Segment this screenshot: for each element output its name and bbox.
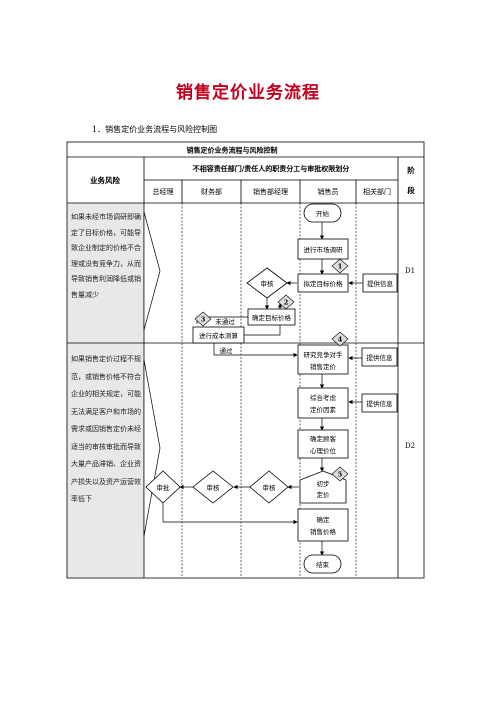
decision-review-mgr	[249, 470, 289, 504]
node-cost-estimate	[192, 326, 245, 344]
label-study-competitors-2: 销售定价	[310, 362, 337, 371]
col-header-gm: 总经理	[153, 187, 174, 196]
label-review-mgr: 审核	[263, 483, 277, 492]
decision-approve	[145, 470, 181, 504]
label-market-research: 进行市场调研	[304, 245, 344, 254]
svg-text:2: 2	[284, 299, 289, 307]
col-header-finance: 财务部	[201, 187, 222, 196]
node-provide-info-2	[361, 347, 398, 367]
node-customer-psychology	[297, 429, 349, 459]
label-initial-pricing-2: 定价	[317, 490, 331, 499]
end-terminal	[303, 554, 342, 574]
label-final-price-2: 销售价格	[310, 527, 337, 536]
control-marker-3: 3	[194, 311, 212, 327]
risk-pointer-1	[143, 211, 161, 331]
start-terminal	[303, 203, 342, 223]
risk-column-bg	[67, 203, 144, 577]
document-title: 销售定价业务流程	[176, 83, 320, 103]
label-draft-target-price: 拟定目标价格	[304, 279, 344, 288]
decision-review-fin	[192, 470, 234, 504]
svg-text:4: 4	[338, 336, 343, 344]
stage-d1: D1	[405, 267, 415, 275]
risk-header: 业务风险	[90, 175, 120, 185]
node-final-price	[297, 508, 349, 542]
label-start: 开始	[316, 209, 330, 218]
node-provide-info-3	[361, 393, 398, 413]
label-provide-info-2: 提供信息	[367, 353, 394, 362]
label-review-fin: 审核	[207, 483, 221, 492]
label-final-price-1: 确定	[317, 515, 331, 524]
label-confirm-target-price: 确定目标价格	[252, 313, 292, 322]
edge-passed-study	[213, 343, 298, 358]
label-review-1: 审核	[261, 279, 275, 288]
stage-header-2: 段	[407, 185, 415, 195]
node-draft-target-price	[297, 273, 349, 293]
label-approve: 审批	[157, 483, 171, 492]
control-marker-5: 5	[331, 466, 349, 482]
stage-d2: D2	[405, 442, 415, 450]
node-provide-info-1	[362, 273, 398, 293]
table-caption: 销售定价业务流程与风险控制	[186, 146, 278, 155]
control-marker-2: 2	[277, 294, 295, 310]
svg-text:3: 3	[201, 316, 206, 324]
label-consider-factors-2: 定价因素	[310, 405, 337, 414]
risk-text-2: 如果销售定价过程不规范，或销售价格不符合企业的相关规定，可能无法满足客户和市场的…	[71, 355, 141, 503]
node-consider-factors	[297, 387, 349, 419]
label-cost-estimate: 进行成本测算	[199, 331, 239, 340]
node-confirm-target-price	[247, 308, 296, 326]
svg-text:5: 5	[338, 471, 343, 479]
label-initial-pricing-1: 初步	[317, 479, 331, 488]
stage-header-1: 阶	[407, 165, 415, 175]
dept-group-header: 不相容责任部门/责任人的职责分工与审批权限划分	[193, 164, 350, 173]
control-marker-1: 1	[331, 258, 349, 274]
label-consider-factors-1: 综合考虑	[310, 393, 337, 402]
section-heading: 1．销售定价业务流程与风险控制图	[92, 125, 218, 134]
label-customer-psychology-2: 心理价位	[310, 446, 337, 455]
col-header-salesperson: 销售员	[318, 187, 339, 196]
label-provide-info-3: 提供信息	[367, 399, 394, 408]
risk-pointer-2	[143, 359, 161, 537]
decision-review-1	[246, 267, 288, 299]
control-marker-4: 4	[331, 331, 349, 347]
node-study-competitors	[297, 344, 349, 375]
label-study-competitors-1: 研究竞争对手	[304, 350, 344, 359]
risk-text-1: 如果未经市场调研即确定了目标价格，可能导致企业制定的价格不合理或没有竞争力，从而…	[71, 213, 141, 299]
label-not-passed: 未通过	[215, 317, 235, 326]
col-header-sales-mgr: 销售部经理	[253, 187, 288, 196]
edge-approve-final	[162, 503, 298, 525]
col-header-related: 相关部门	[363, 187, 391, 196]
svg-text:1: 1	[338, 263, 343, 271]
label-end: 结束	[316, 560, 330, 569]
label-provide-info-1: 提供信息	[367, 279, 394, 288]
label-customer-psychology-1: 确定顾客	[310, 434, 337, 443]
label-passed: 通过	[220, 346, 234, 355]
node-market-research	[297, 238, 349, 260]
